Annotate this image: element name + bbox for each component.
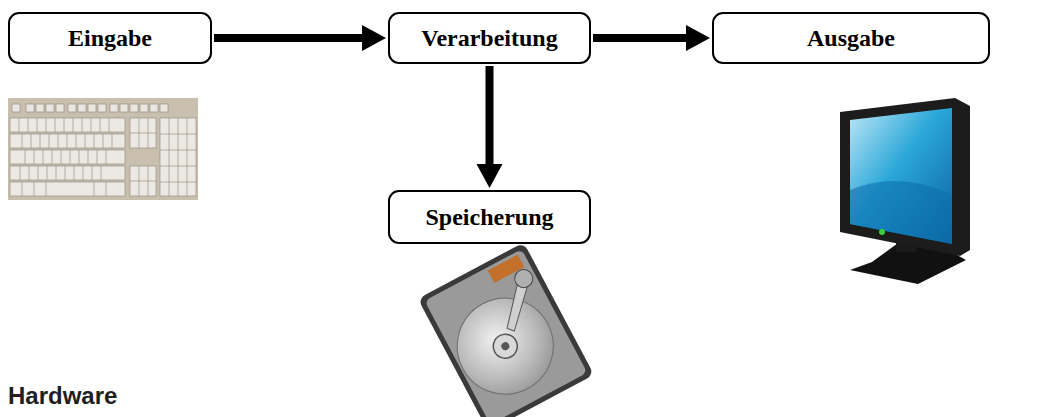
monitor-picture [840, 98, 970, 284]
flow-arrow [477, 66, 503, 188]
process-box: Verarbeitung [388, 12, 591, 64]
box-label: Speicherung [425, 204, 553, 231]
process-box: Eingabe [8, 12, 212, 64]
box-label: Ausgabe [807, 25, 895, 52]
flow-arrow [593, 25, 710, 51]
box-label: Eingabe [68, 25, 152, 52]
keyboard-picture [8, 98, 198, 200]
box-label: Verarbeitung [421, 25, 557, 52]
section-heading: Hardware [8, 382, 117, 410]
hard-drive-picture [418, 242, 594, 417]
flow-arrow [214, 25, 386, 51]
process-box: Ausgabe [712, 12, 990, 64]
process-box: Speicherung [388, 190, 591, 244]
